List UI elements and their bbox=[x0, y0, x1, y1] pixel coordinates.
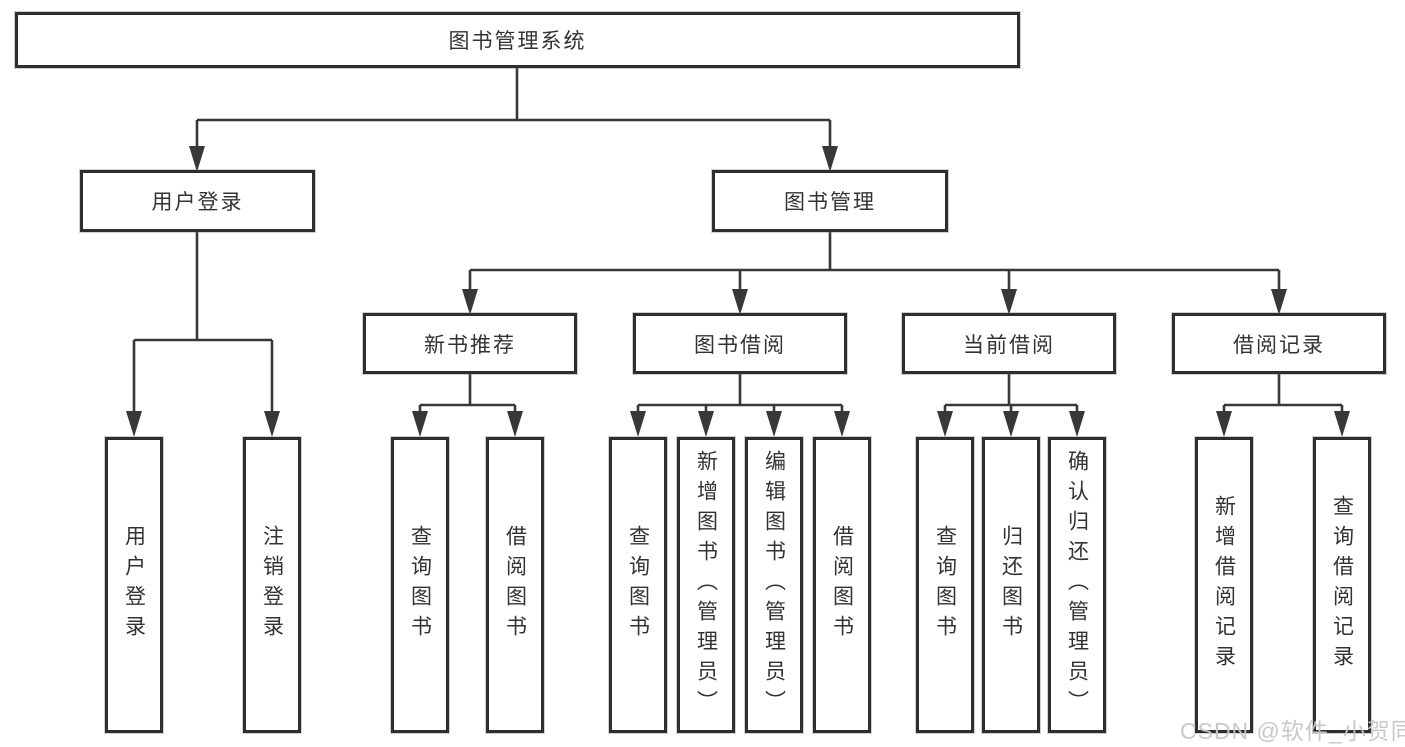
leaf-borrow-books-recommend: 借阅图书 bbox=[486, 437, 544, 733]
leaf-add-books-admin-label: 新增图书（管理员） bbox=[694, 450, 718, 720]
leaf-query-books-recommend-label: 查询图书 bbox=[408, 525, 432, 645]
node-book-borrowing: 图书借阅 bbox=[633, 313, 847, 374]
leaf-edit-books-admin-label: 编辑图书（管理员） bbox=[762, 450, 786, 720]
node-book-borrowing-label: 图书借阅 bbox=[694, 333, 786, 357]
leaf-add-borrow-record-label: 新增借阅记录 bbox=[1212, 495, 1236, 675]
node-borrowing-records: 借阅记录 bbox=[1172, 313, 1386, 374]
node-new-book-recommendation-label: 新书推荐 bbox=[424, 333, 516, 357]
node-user-login-label: 用户登录 bbox=[151, 191, 244, 214]
node-book-management-label: 图书管理 bbox=[784, 191, 876, 214]
arrowhead-icons bbox=[126, 146, 1350, 437]
leaf-query-books-borrowing-label: 查询图书 bbox=[626, 525, 650, 645]
leaf-edit-books-admin: 编辑图书（管理员） bbox=[745, 437, 803, 733]
leaf-query-borrow-record-label: 查询借阅记录 bbox=[1330, 495, 1354, 675]
leaf-user-login: 用户登录 bbox=[105, 437, 163, 733]
node-current-borrowing-label: 当前借阅 bbox=[963, 333, 1055, 357]
leaf-logout-login-label: 注销登录 bbox=[260, 525, 284, 645]
leaf-add-books-admin: 新增图书（管理员） bbox=[677, 437, 735, 733]
node-current-borrowing: 当前借阅 bbox=[902, 313, 1116, 374]
leaf-return-books: 归还图书 bbox=[982, 437, 1040, 733]
leaf-return-books-label: 归还图书 bbox=[999, 525, 1023, 645]
leaf-confirm-return-admin: 确认归还（管理员） bbox=[1048, 437, 1106, 733]
leaf-borrow-books-borrowing: 借阅图书 bbox=[813, 437, 871, 733]
node-root-label: 图书管理系统 bbox=[448, 30, 587, 53]
leaf-query-books-borrowing: 查询图书 bbox=[609, 437, 667, 733]
leaf-user-login-label: 用户登录 bbox=[122, 525, 146, 645]
node-book-management: 图书管理 bbox=[712, 170, 948, 232]
leaf-borrow-books-borrowing-label: 借阅图书 bbox=[830, 525, 854, 645]
csdn-watermark: CSDN @软件_小贺同学 bbox=[1180, 718, 1405, 744]
leaf-query-borrow-record: 查询借阅记录 bbox=[1313, 437, 1371, 733]
leaf-query-books-current: 查询图书 bbox=[916, 437, 974, 733]
leaf-query-books-current-label: 查询图书 bbox=[933, 525, 957, 645]
leaf-borrow-books-recommend-label: 借阅图书 bbox=[503, 525, 527, 645]
leaf-logout-login: 注销登录 bbox=[243, 437, 301, 733]
leaf-query-books-recommend: 查询图书 bbox=[391, 437, 449, 733]
node-root: 图书管理系统 bbox=[15, 12, 1020, 68]
node-user-login: 用户登录 bbox=[80, 170, 315, 232]
leaf-add-borrow-record: 新增借阅记录 bbox=[1195, 437, 1253, 733]
leaf-confirm-return-admin-label: 确认归还（管理员） bbox=[1065, 450, 1089, 720]
node-borrowing-records-label: 借阅记录 bbox=[1233, 333, 1325, 357]
node-new-book-recommendation: 新书推荐 bbox=[363, 313, 577, 374]
